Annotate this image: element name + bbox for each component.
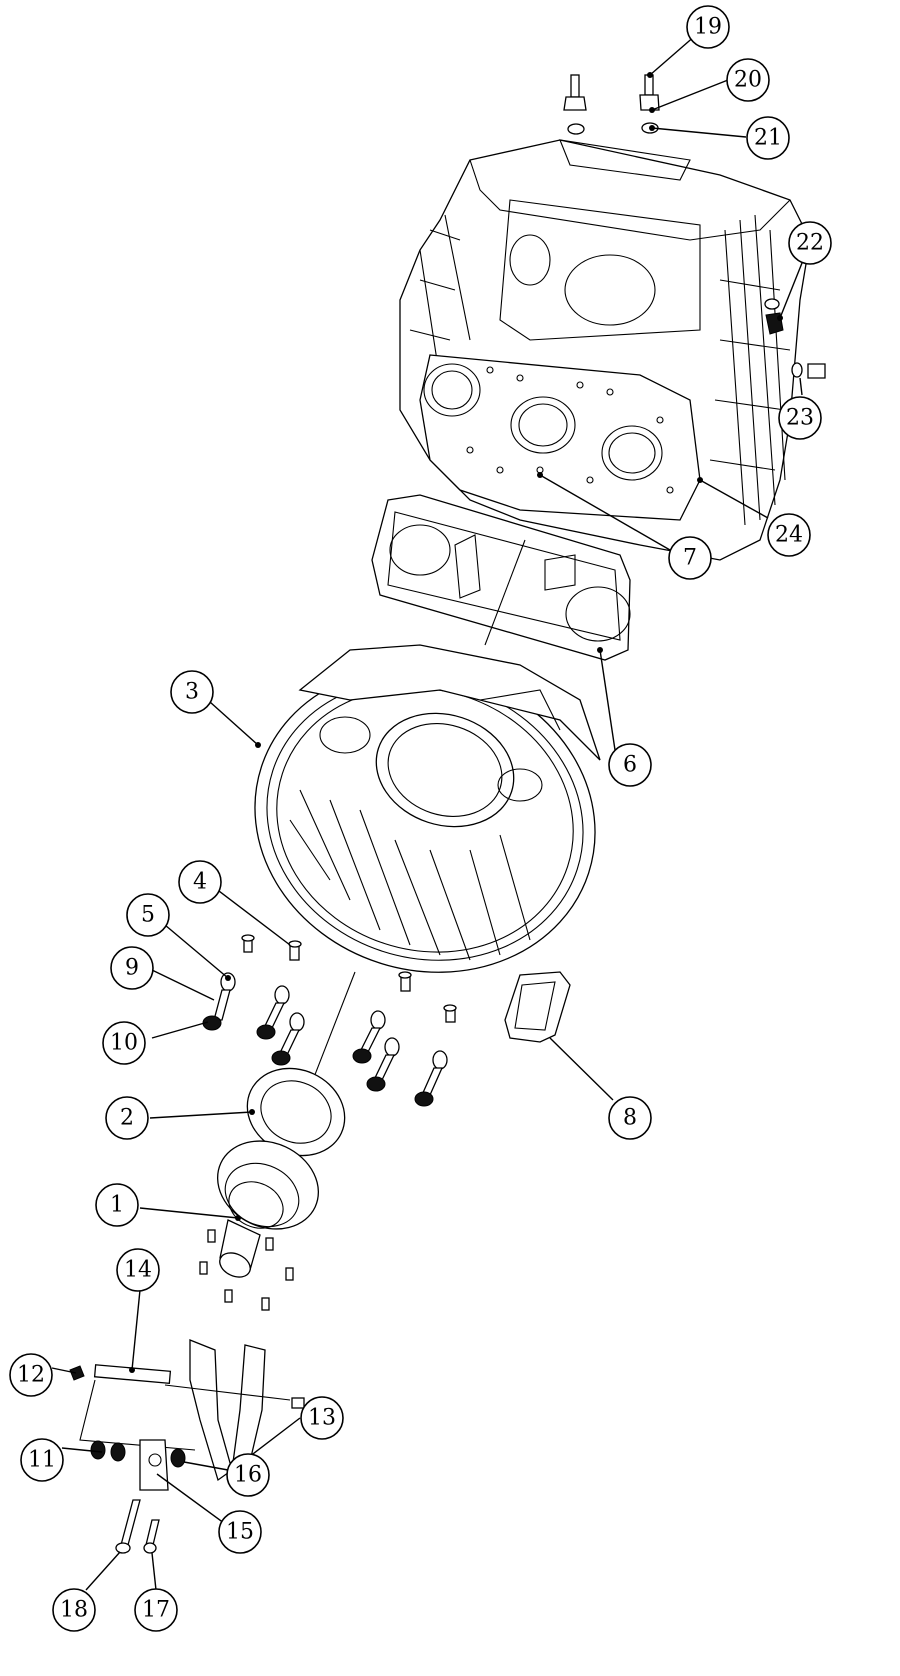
callout-11: 11 (20, 1438, 64, 1482)
callout-2-label: 2 (120, 1106, 134, 1131)
callout-14: 14 (116, 1248, 160, 1292)
bearing-cover (199, 1140, 320, 1311)
callout-14-label: 14 (124, 1258, 152, 1283)
inspection-cover (504, 971, 571, 1043)
callout-16: 16 (226, 1453, 270, 1497)
callout-23-label: 23 (786, 406, 814, 431)
callout-4-label: 4 (193, 870, 207, 895)
release-fork-assembly (69, 1339, 305, 1554)
callout-4: 4 (178, 860, 222, 904)
callout-1: 1 (95, 1183, 139, 1227)
clutch-housing (254, 644, 601, 973)
callout-12: 12 (9, 1353, 53, 1397)
callout-3: 3 (170, 670, 214, 714)
callout-19: 19 (686, 5, 730, 49)
callout-10: 10 (102, 1021, 146, 1065)
callout-19-label: 19 (694, 15, 722, 40)
callout-1-label: 1 (110, 1193, 124, 1218)
callout-15: 15 (218, 1510, 262, 1554)
callout-18: 18 (52, 1588, 96, 1632)
top-bolts (563, 74, 660, 135)
callout-12-label: 12 (17, 1363, 45, 1388)
callout-6: 6 (608, 743, 652, 787)
callout-8: 8 (608, 1096, 652, 1140)
leader-lines (51, 34, 805, 1591)
leader-dots (129, 72, 783, 1373)
callout-17: 17 (134, 1588, 178, 1632)
callout-5-label: 5 (141, 903, 155, 928)
callout-3-label: 3 (185, 680, 199, 705)
callout-17-label: 17 (142, 1598, 170, 1623)
callout-9-label: 9 (125, 956, 139, 981)
callout-9: 9 (110, 946, 154, 990)
callout-10-label: 10 (110, 1031, 138, 1056)
callout-2: 2 (105, 1096, 149, 1140)
callout-8-label: 8 (623, 1106, 637, 1131)
callout-20: 20 (726, 58, 770, 102)
callout-21-label: 21 (754, 126, 782, 151)
callout-22: 22 (788, 221, 832, 265)
callout-7: 7 (668, 536, 712, 580)
callout-6-label: 6 (623, 753, 637, 778)
callout-13-label: 13 (308, 1406, 336, 1431)
callout-15-label: 15 (226, 1520, 254, 1545)
callout-7-label: 7 (683, 546, 697, 571)
callout-24-label: 24 (775, 523, 803, 548)
transmission-housing (399, 139, 811, 561)
clutch-housing-bolts (202, 934, 457, 1107)
callout-21: 21 (746, 116, 790, 160)
callout-11-label: 11 (28, 1448, 56, 1473)
callout-18-label: 18 (60, 1598, 88, 1623)
bearing-cover-gasket (246, 1067, 346, 1157)
callout-24: 24 (767, 513, 811, 557)
callout-20-label: 20 (734, 68, 762, 93)
callout-5: 5 (126, 893, 170, 937)
housing-gasket (371, 494, 631, 661)
callout-22-label: 22 (796, 231, 824, 256)
callout-13: 13 (300, 1396, 344, 1440)
callout-16-label: 16 (234, 1463, 262, 1488)
callout-23: 23 (778, 396, 822, 440)
